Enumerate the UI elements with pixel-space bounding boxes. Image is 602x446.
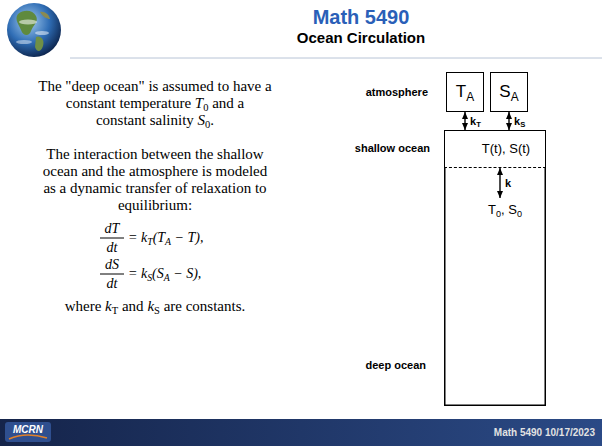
layer-label: deep ocean <box>330 359 426 372</box>
fraction-bar <box>100 238 124 239</box>
flux-arrow <box>508 112 509 130</box>
box-text: TA <box>456 82 474 102</box>
layer-label: atmosphere <box>330 86 428 99</box>
layer-values: T0, S0 <box>488 202 522 218</box>
equation-denominator: dt <box>99 275 125 292</box>
earth-continent <box>16 11 36 35</box>
equation-numerator: dS <box>99 256 125 273</box>
logo-swoosh <box>9 435 47 439</box>
box-text: SA <box>499 82 518 102</box>
flux-arrow <box>499 168 500 198</box>
salinity-box: SA <box>490 72 528 112</box>
body-text: where kT and kS are constants. <box>20 298 290 315</box>
earth-continent <box>35 36 43 51</box>
temperature-box: TA <box>446 72 484 112</box>
earth-globe <box>7 3 61 57</box>
exchange-rate-label: kT <box>470 115 481 128</box>
footer-text: Math 5490 10/17/2023 <box>380 426 595 439</box>
fraction-bar <box>100 274 124 275</box>
earth-cloud <box>19 20 37 25</box>
shallow-ocean-layer: T(t), S(t) <box>444 130 546 168</box>
equation-numerator: dT <box>99 220 125 237</box>
footer-bar <box>0 419 602 446</box>
footer-logo: MCRN <box>5 424 51 436</box>
layer-values: T(t), S(t) <box>482 141 530 157</box>
exchange-rate-label: k <box>505 177 511 190</box>
earth-cloud <box>16 40 32 44</box>
exchange-rate-label: kS <box>514 115 525 128</box>
earth-cloud <box>35 31 49 35</box>
body-text: The interaction between the shallow ocea… <box>20 146 290 214</box>
header-rule <box>70 58 602 59</box>
equation-rhs: = kS(SA − S), <box>128 265 201 282</box>
deep-ocean-values: T0, S0 <box>474 198 536 222</box>
slide-subtitle: Ocean Circulation <box>211 29 511 47</box>
equation-rhs: = kT(TA − T), <box>128 229 203 246</box>
equation-denominator: dt <box>99 239 125 256</box>
slide-title: Math 5490 <box>211 5 511 29</box>
earth-continent <box>40 12 50 19</box>
layer-label: shallow ocean <box>330 142 430 155</box>
body-text: The "deep ocean" is assumed to have a co… <box>20 78 290 129</box>
flux-arrow <box>464 112 465 130</box>
logo-badge <box>5 422 51 442</box>
deep-ocean-outline <box>445 167 546 405</box>
